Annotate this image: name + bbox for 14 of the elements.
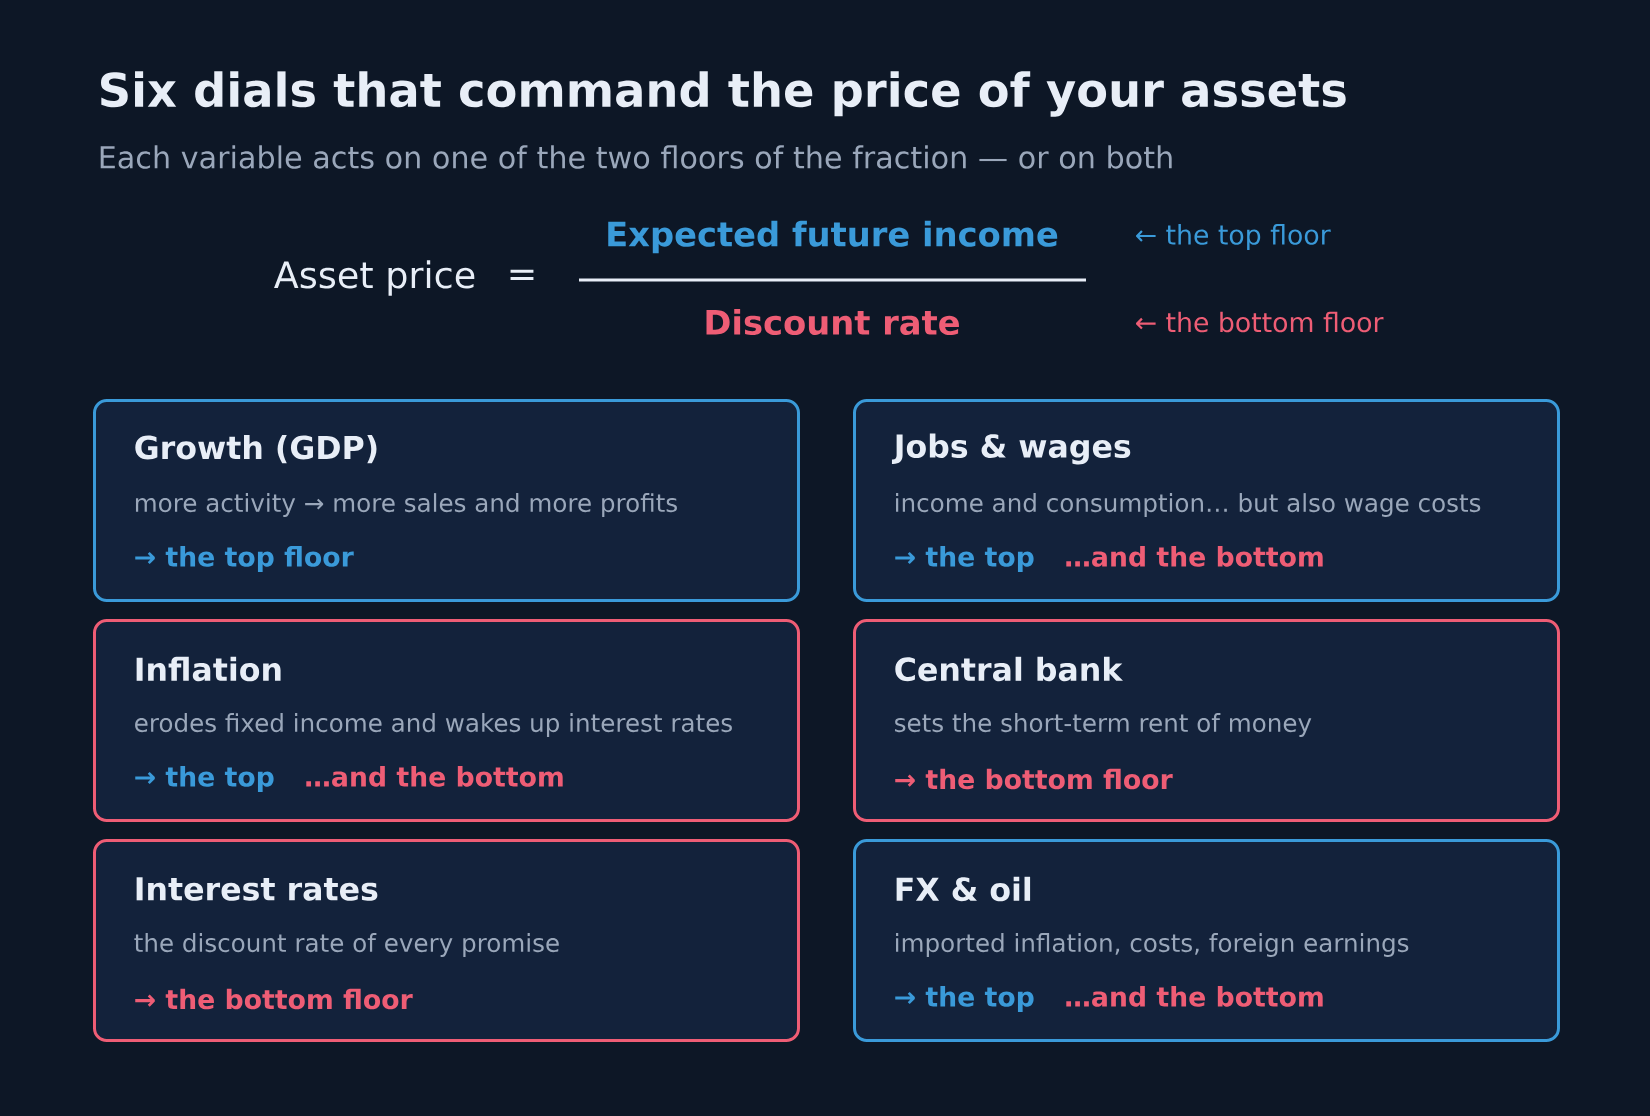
- variable-card: FX & oil imported inflation, costs, foreign earnings → the top …and the bottom: [853, 839, 1560, 1042]
- subtitle: Each variable acts on one of the two floors of the fraction — or on both: [100, 145, 1172, 169]
- variable-card: Growth (GDP) more activity → more sales and more profits → the top floor: [93, 399, 800, 602]
- variable-card: Interest rates the discount rate of every promise → the bottom floor: [93, 839, 800, 1042]
- floor-note: ← the top floor: [1136, 224, 1331, 250]
- formula-term: Asset price: [274, 260, 475, 296]
- floor-note: ← the bottom floor: [1136, 311, 1384, 333]
- variable-card: Central bank sets the short-term rent of money → the bottom floor: [853, 619, 1560, 822]
- title: Six dials that command the price of your assets: [101, 71, 1346, 117]
- numerator: Expected future income: [608, 220, 1058, 254]
- equals-sign: =: [510, 269, 534, 281]
- variable-card: Inflation erodes fixed income and wakes up interest rates → the top …and the bottom: [93, 619, 800, 822]
- variable-card: Jobs & wages income and consumption… but also wage costs → the top …and the bottom: [853, 399, 1560, 602]
- denominator: Discount rate: [706, 308, 959, 336]
